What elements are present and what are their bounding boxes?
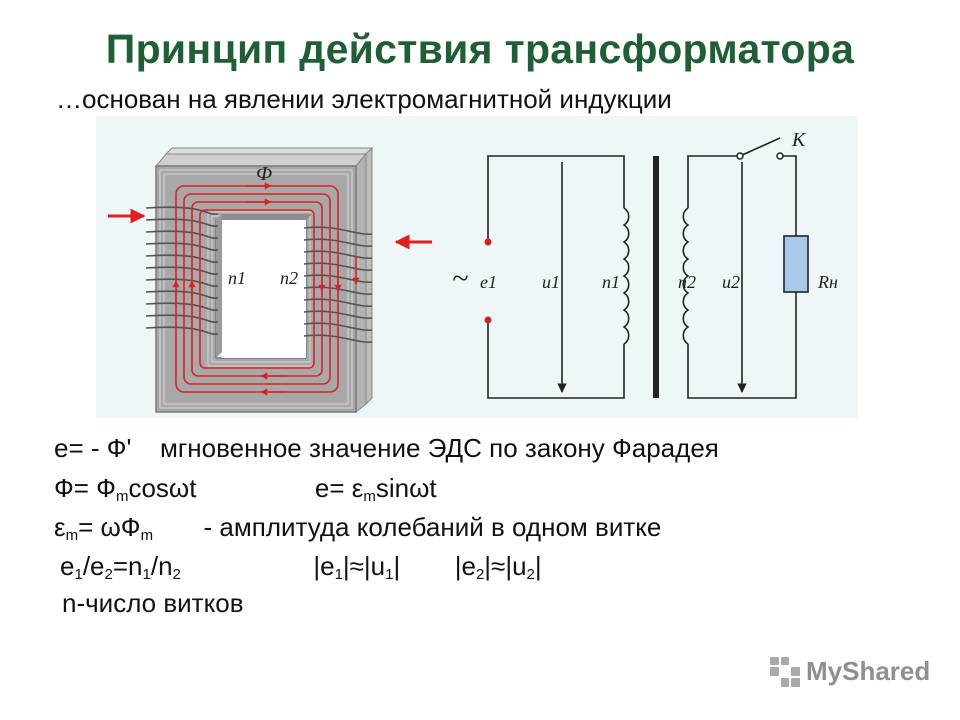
slide-title: Принцип действия трансформатора [105, 26, 855, 72]
turns-definition: n-число витков [62, 588, 244, 618]
flux-expr-part: cosωt [128, 473, 197, 503]
switch-contact [776, 152, 784, 160]
coil-n2-label: n2 [678, 272, 696, 292]
myshared-watermark: MyShared [770, 656, 930, 687]
flux-expr-part: Ф= Ф [54, 473, 116, 503]
transformer-figure: Ф n1 n2 ~ [96, 116, 858, 418]
amp-expr-part: = ωФ [78, 512, 141, 542]
faraday-expression: e= - Ф' [54, 433, 132, 463]
flux-expr-sub: m [115, 488, 129, 505]
abs-part: |≈|u [484, 551, 527, 581]
ratio-part: e [60, 551, 75, 581]
ac-source-symbol: ~ [452, 262, 468, 295]
amp-expr-part: ε [54, 512, 66, 542]
watermark-text: MyShared [806, 656, 931, 686]
formula-line-turns: n-число витков [62, 588, 244, 619]
formula-line-flux: Ф= Фmcosωt e= εmsinωt [54, 473, 437, 505]
formula-line-amplitude: εm= ωФm - амплитуда колебаний в одном ви… [54, 512, 661, 544]
abs-sub: 1 [334, 566, 343, 583]
formula-line-ratios: e1/e2=n1/n2 |e1|≈|u1| |e2|≈|u2| [60, 551, 542, 583]
ratio-part: =n [112, 551, 143, 581]
flux-label: Ф [256, 163, 272, 185]
core-n1-label: n1 [228, 268, 246, 288]
transformer-core [108, 146, 432, 414]
flux-expression: Ф= Фmcosωt [54, 473, 197, 505]
faraday-description: мгновенное значение ЭДС по закону Фараде… [159, 433, 719, 463]
switch-contact [736, 152, 744, 160]
ratio-sub: 1 [142, 566, 151, 583]
switch-k-label: K [791, 129, 807, 151]
ratio-sub: 1 [74, 566, 83, 583]
core-n2-label: n2 [280, 268, 298, 288]
turns-ratio: e1/e2=n1/n2 [60, 551, 181, 583]
coil-n1-label: n1 [602, 272, 620, 292]
ratio-sub: 2 [172, 566, 181, 583]
e1-label: e1 [480, 272, 497, 292]
abs-part: |e [313, 551, 335, 581]
amplitude-expression: εm= ωФm [54, 512, 154, 544]
ratio-sub: 2 [104, 566, 113, 583]
load-label: Rн [817, 272, 838, 292]
amplitude-description: - амплитуда колебаний в одном витке [203, 512, 662, 542]
abs-part: | [534, 551, 542, 581]
load-resistor [783, 235, 809, 293]
abs-sub: 2 [526, 566, 535, 583]
ratio-part: /e [82, 551, 105, 581]
u1-label: u1 [542, 272, 560, 292]
emf-expr-part: e= ε [314, 473, 364, 503]
abs-part: |≈|u [342, 551, 386, 581]
transformer-diagram: Ф n1 n2 ~ [108, 129, 838, 414]
emf-expression: e= εmsinωt [314, 473, 437, 505]
amp-expr-sub: m [65, 527, 79, 544]
emf-expr-part: sinωt [375, 473, 437, 503]
formula-line-faraday: e= - Ф' мгновенное значение ЭДС по закон… [54, 433, 719, 464]
abs-sub: 1 [385, 566, 394, 583]
amp-expr-sub: m [140, 527, 154, 544]
circuit-schematic [487, 137, 797, 399]
terminal-dot [484, 238, 492, 246]
abs-sub: 2 [475, 566, 485, 583]
emf-expr-sub: m [363, 488, 376, 505]
slide-subtitle: …основан на явлении электромагнитной инд… [56, 84, 672, 114]
primary-abs: |e1|≈|u1| [313, 551, 401, 583]
ratio-part: /n [150, 551, 173, 581]
secondary-abs: |e2|≈|u2| [454, 551, 542, 583]
u2-label: u2 [722, 272, 740, 292]
terminal-dot [484, 316, 492, 324]
myshared-logo-icon [770, 656, 800, 687]
abs-part: | [393, 551, 401, 581]
abs-part: |e [454, 551, 476, 581]
